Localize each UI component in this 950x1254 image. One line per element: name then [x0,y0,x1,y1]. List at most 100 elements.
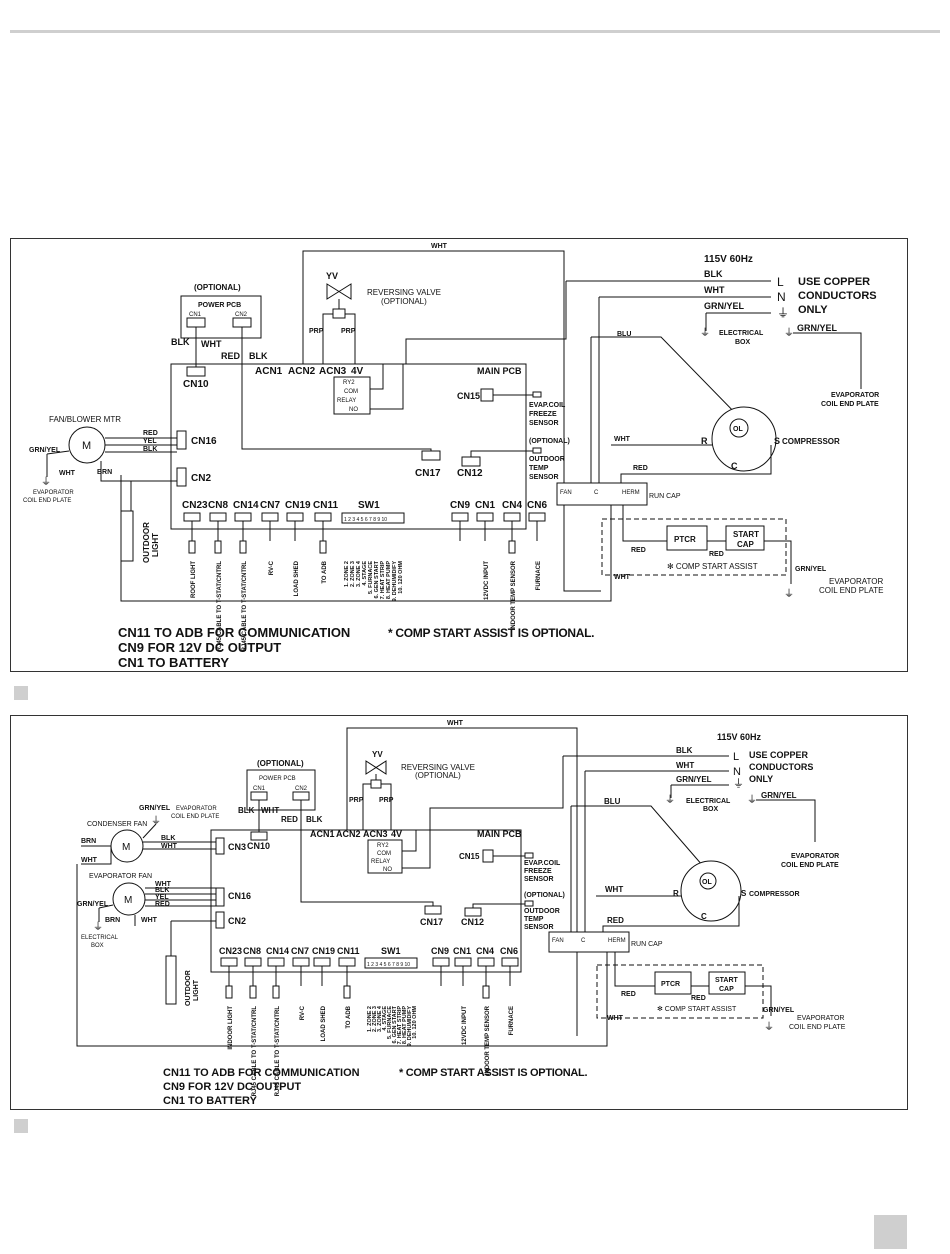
evap-misc-wires-2 [134,915,216,956]
power-pcb-cn2-1 [232,317,252,328]
bottom-evap-plate-1b: COIL END PLATE [819,586,883,595]
cn17-label-1: CN17 [415,468,441,479]
wiring-diagram-2: MAIN PCB ACN1 ACN2 ACN3 4V WHT 115V 60Hz… [10,715,908,1110]
connector-cn4-1 [503,512,521,522]
rv-wires-2 [362,774,392,830]
connector-desc-cn6-2: FURNACE [509,1006,515,1035]
connector-desc-cn23-1: ROOF LIGHT [191,561,197,598]
power-pcb-2 [246,769,316,811]
run-cap-herm-2: HERM [608,938,626,944]
connector-label-cn1-2: CN1 [453,946,471,956]
pcb-blk2-label-1: BLK [249,351,268,361]
acn1-label-1: ACN1 [255,366,283,377]
header-rule [10,30,940,33]
cn10-label-2: CN10 [247,841,270,851]
connector-label-sw1-2: SW1 [381,946,401,956]
wht-label-2: WHT [676,761,694,770]
evap-wht-label-2: WHT [155,881,172,888]
cn17-2 [424,905,442,915]
outdoor-light-1 [120,510,134,562]
cond-motor-m-2: M [122,842,130,853]
power-pcb-cn2-label-2: CN2 [295,786,308,792]
bottom-evap-plate-2: EVAPORATOR [797,1015,844,1022]
connector-cn23-1 [183,512,201,522]
comp-c-label-1: C [731,461,738,471]
n-terminal-2: N [733,766,741,778]
connector-cn14-2 [267,957,285,967]
comp-wires-1 [611,444,772,489]
blk-to-l-1 [405,281,567,364]
fan-ground-symbol-1: ⏚ [41,476,51,488]
pcb-red-label-2: RED [281,815,298,824]
reversing-valve-2 [365,760,387,775]
sw1-function-3-2: 3. ZONE 4 [377,1005,383,1032]
connector-label-cn1-1: CN1 [475,500,495,511]
sw1-function-9-1: 9. DEHUMIDIFY [392,561,398,602]
sw1-function-2-2: 2. ZONE 3 [372,1006,378,1032]
grnyel2-line-1 [793,332,862,389]
pcb-blk-label-1: BLK [171,337,190,347]
outdoor-sensor-1 [532,447,542,454]
compressor-2 [680,860,742,922]
fan-red-label-1: RED [143,430,158,437]
outdoor-light-2 [165,955,177,1005]
comp-red-label-1: RED [633,465,648,472]
evap-plate-right-1: EVAPORATOR [831,392,879,399]
outdoor-sensor-label-1b: OUTDOOR [529,456,565,463]
evap-blk-label-2: BLK [155,887,169,894]
power-pcb-cn1-1 [186,317,206,328]
cond-return-wire-2 [76,864,608,1047]
pcb-cn2-wire-1 [241,327,432,451]
connector-label-cn14-2: CN14 [266,946,289,956]
top-wht-label-1: WHT [431,243,448,250]
evap-plate-right-2b: COIL END PLATE [781,862,839,869]
sw1-function-6-1: 6. GEN START [374,560,380,598]
top-wht-label-2: WHT [447,720,464,727]
reversing-valve-1 [326,283,352,300]
cond-motor-wires-2 [81,823,216,865]
evap-sensor-1 [532,391,542,398]
power-pcb-cn2-2 [292,791,310,801]
note-right-1: * COMP START ASSIST IS OPTIONAL. [388,626,594,640]
grnyel-line-1 [705,312,771,331]
yv-label-1: YV [326,271,338,281]
ptcr-2 [654,971,692,995]
l-terminal-2: L [733,751,739,763]
device-cn8-1 [214,540,222,554]
run-cap-label-2: RUN CAP [631,941,663,948]
ground-elec-2: ⏚ [665,794,675,806]
acn3-label-2: ACN3 [363,829,388,839]
power-pcb-cn1-label-1: CN1 [189,312,202,318]
evaporator-fan-label-2: EVAPORATOR FAN [89,873,152,880]
evap-elec-box-2: ELECTRICAL [81,935,119,941]
relay-no-2: NO [383,867,392,873]
cond-grnyel-label-2: GRN/YEL [139,805,171,812]
outdoor-light-label-1b: LIGHT [151,533,160,557]
cn15-1 [480,388,494,402]
blk-label-1: BLK [704,269,723,279]
comp-wht-label-2: WHT [605,885,623,894]
evaporator-fan-motor-2 [112,882,146,916]
connector-cn11-2 [338,957,356,967]
evap-sensor-label-2b: FREEZE [524,868,552,875]
rv-opt-label-1: (OPTIONAL) [381,297,427,306]
relay-wires-1 [370,364,404,410]
sw1-function-4-1: 4. STAGE [362,561,368,586]
main-pcb-label-1: MAIN PCB [477,366,522,376]
run-cap-herm-1: HERM [622,490,640,496]
ptcr-label-1: PTCR [674,535,696,544]
evap-ground-2: ⏚ [93,921,103,933]
overload-1 [729,418,749,438]
power-pcb-1 [180,295,262,339]
outdoor-sensor-2 [524,900,534,907]
power-title-1: 115V 60Hz [704,254,753,265]
sw1-function-1-1: 1. ZONE 2 [344,561,350,587]
sw1-dip-switch-1 [341,512,405,524]
sw1-numbers-2: 1 2 3 4 5 6 7 8 9 10 [367,962,410,968]
run-cap-1 [556,482,648,506]
blk-label-2: BLK [676,746,693,755]
connector-label-cn6-2: CN6 [500,946,518,956]
grnyel-label-1: GRN/YEL [704,301,745,311]
outdoor-sensor-label-2: (OPTIONAL) [524,892,565,899]
start-cap-label-2: START [715,977,739,984]
